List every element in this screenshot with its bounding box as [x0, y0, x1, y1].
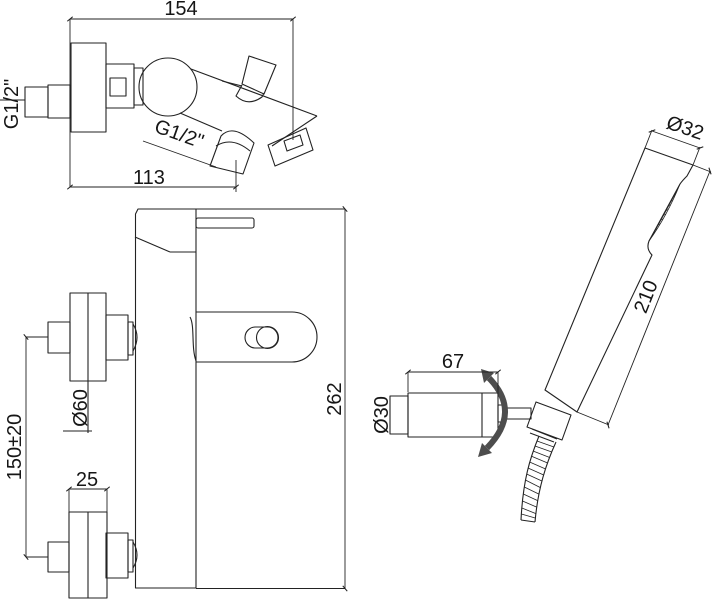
side-view: [0, 43, 317, 174]
dim-label-escutcheon-depth: 25: [76, 469, 98, 491]
hose-cone-line-2: [530, 433, 554, 442]
lower-connector-step: [128, 540, 133, 572]
body-collar: [134, 68, 143, 105]
cartridge-ball: [139, 58, 197, 116]
dim-line-210: [608, 171, 710, 425]
hand-shower-dimensions: [577, 130, 711, 425]
ext-d32-left: [645, 130, 652, 148]
side-view-dimensions: [70, 19, 293, 192]
hose-cone-line-1: [532, 429, 557, 439]
dim-label-bracket-diameter: Ø30: [371, 396, 393, 434]
hand-shower: [521, 148, 693, 522]
upper-connector: [106, 315, 128, 360]
ext-210-top: [693, 165, 711, 172]
dim-label-bracket-length: 67: [442, 351, 464, 373]
holder-bracket-left-curve: [190, 317, 196, 361]
inlet-nut: [25, 87, 48, 117]
dim-label-inlet-thread: G1/2": [1, 79, 23, 129]
bracket-cylinder: [408, 393, 498, 437]
hose-right-edge: [535, 442, 556, 522]
dim-label-inlet-centers: 150±20: [4, 414, 26, 481]
dim-label-height-overall: 262: [324, 382, 346, 415]
upper-connector-step: [128, 322, 133, 355]
upper-connector-bump: [133, 324, 137, 351]
lever-connector: [236, 85, 264, 102]
front-view: [48, 209, 317, 598]
dim-line-d32: [652, 131, 700, 148]
shower-outlet-band: [216, 142, 250, 151]
holder-bracket: [196, 312, 317, 362]
shower-hose-ribs: [521, 441, 554, 518]
leader-g12-outlet: [143, 141, 216, 167]
bracket-dimensions: [408, 372, 498, 404]
holder-slot: [245, 327, 278, 348]
dim-label-spout-reach: 113: [133, 167, 165, 189]
dim-label-shower-length: 210: [630, 277, 663, 316]
ext-d32-right: [693, 147, 700, 165]
dim-label-escutcheon-diameter: Ø60: [70, 389, 92, 427]
cap-diagonal: [135, 237, 170, 252]
inlet-flange: [48, 85, 70, 118]
hose-end: [521, 520, 535, 522]
lower-connector: [106, 533, 128, 578]
dim-label-head-diameter: Ø32: [663, 112, 706, 145]
ext-210-bottom: [577, 412, 609, 425]
aerator-inner: [284, 135, 303, 151]
wall-plate: [71, 43, 106, 132]
lower-connector-bump: [133, 542, 137, 568]
shower-outlet-stub: [210, 131, 254, 174]
mixer-body-outline: [136, 209, 197, 588]
valve-port: [110, 78, 126, 96]
upper-nut: [48, 322, 70, 353]
wall-bracket: [390, 393, 531, 437]
dim-label-width-overall: 154: [164, 0, 197, 20]
spout-tip-edge: [272, 116, 317, 146]
lower-nut: [48, 542, 69, 572]
lever-notch: [222, 81, 242, 86]
spout-top-edge: [191, 69, 317, 116]
lever-handle: [196, 218, 254, 228]
hose-left-edge: [521, 436, 539, 520]
lever-knob: [242, 56, 276, 94]
holder-slot-circle: [257, 327, 279, 349]
wand-outline: [545, 148, 693, 412]
front-view-dimensions: [26, 209, 345, 589]
spout-lower-edge: [180, 113, 222, 131]
